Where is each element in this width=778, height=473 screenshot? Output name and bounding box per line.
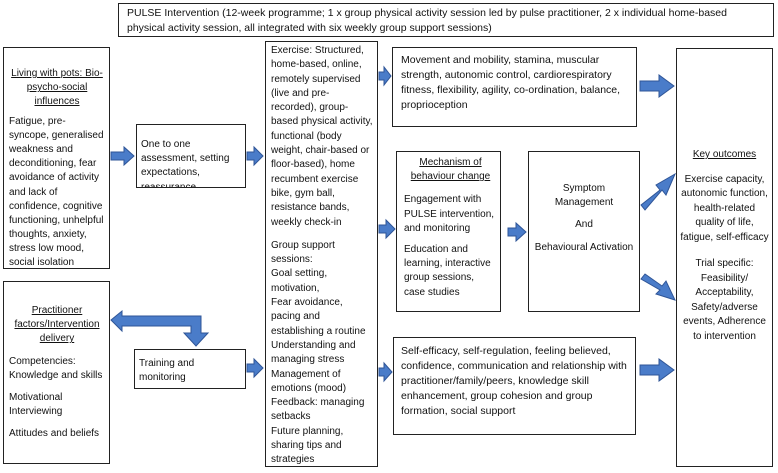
trial-outcomes: Trial specific: Feasibility/ Acceptabili…: [683, 258, 766, 342]
training-box: Training and monitoring: [134, 349, 246, 389]
right-arrow-icon: [378, 361, 393, 383]
practitioner-heading: Practitioner factors/Intervention delive…: [14, 305, 100, 345]
group-item: Fear avoidance, pacing and establishing …: [271, 297, 366, 337]
group-item: Future planning, sharing tips and strate…: [271, 425, 344, 466]
primary-outcomes: Exercise capacity, autonomic function, h…: [680, 173, 769, 243]
movement-text: Movement and mobility, stamina, muscular…: [401, 54, 621, 111]
diagonal-arrow-icon: [640, 273, 676, 301]
right-arrow-icon: [378, 65, 392, 87]
elbow-arrow-icon: [110, 309, 210, 347]
group-item: Feedback: managing setbacks: [271, 397, 365, 423]
group-item: Management of emotions (mood): [271, 368, 347, 394]
mechanism-item: Engagement with PULSE intervention, and …: [404, 194, 495, 234]
self-efficacy-text: Self-efficacy, self-regulation, feeling …: [401, 345, 627, 417]
practitioner-item: Attitudes and beliefs: [9, 428, 100, 440]
living-with-pots-heading: Living with pots: Bio-psycho-social infl…: [11, 68, 103, 108]
right-arrow-icon: [378, 218, 396, 240]
movement-box: Movement and mobility, stamina, muscular…: [392, 47, 637, 127]
key-outcomes-box: Key outcomes Exercise capacity, autonomi…: [676, 48, 773, 467]
intervention-title-box: PULSE Intervention (12-week programme; 1…: [118, 3, 774, 37]
intervention-title: PULSE Intervention (12-week programme; 1…: [127, 7, 727, 35]
self-efficacy-box: Self-efficacy, self-regulation, feeling …: [393, 337, 636, 435]
group-item: Understanding and managing stress: [271, 339, 356, 366]
right-arrow-icon: [639, 74, 675, 98]
practitioner-item: Motivational Interviewing: [9, 391, 63, 418]
right-arrow-icon: [639, 358, 675, 382]
right-arrow-icon: [246, 145, 264, 167]
mechanism-box: Mechanism of behaviour change Engagement…: [396, 151, 501, 312]
symptom-line-1: Symptom Management: [554, 183, 614, 209]
right-arrow-icon: [110, 145, 135, 167]
practitioner-factors-box: Practitioner factors/Intervention delive…: [3, 281, 110, 464]
group-support-heading: Group support sessions:: [271, 239, 335, 266]
key-outcomes-heading: Key outcomes: [692, 149, 757, 160]
symptom-line-3: Behavioural Activation: [534, 241, 634, 253]
one-to-one-box: One to one assessment, setting expectati…: [136, 124, 246, 188]
right-arrow-icon: [507, 221, 527, 243]
exercise-box: Exercise: Structured, home-based, online…: [265, 41, 378, 467]
symptom-management-box: Symptom Management And Behavioural Activ…: [528, 151, 640, 312]
practitioner-item: Competencies: Knowledge and skills: [9, 355, 103, 381]
mechanism-item: Education and learning, interactive grou…: [404, 243, 491, 298]
training-text: Training and monitoring: [139, 358, 195, 384]
living-with-pots-box: Living with pots: Bio-psycho-social infl…: [3, 47, 110, 269]
exercise-text: Exercise: Structured, home-based, online…: [271, 45, 373, 228]
symptom-line-2: And: [575, 219, 593, 231]
right-arrow-icon: [246, 357, 264, 379]
diagonal-arrow-icon: [640, 172, 677, 211]
living-with-pots-body: Fatigue, pre-syncope, generalised weakne…: [9, 115, 104, 269]
group-item: Goal setting, motivation,: [271, 268, 328, 294]
mechanism-heading: Mechanism of behaviour change: [410, 157, 491, 183]
one-to-one-text: One to one assessment, setting expectati…: [141, 139, 230, 188]
